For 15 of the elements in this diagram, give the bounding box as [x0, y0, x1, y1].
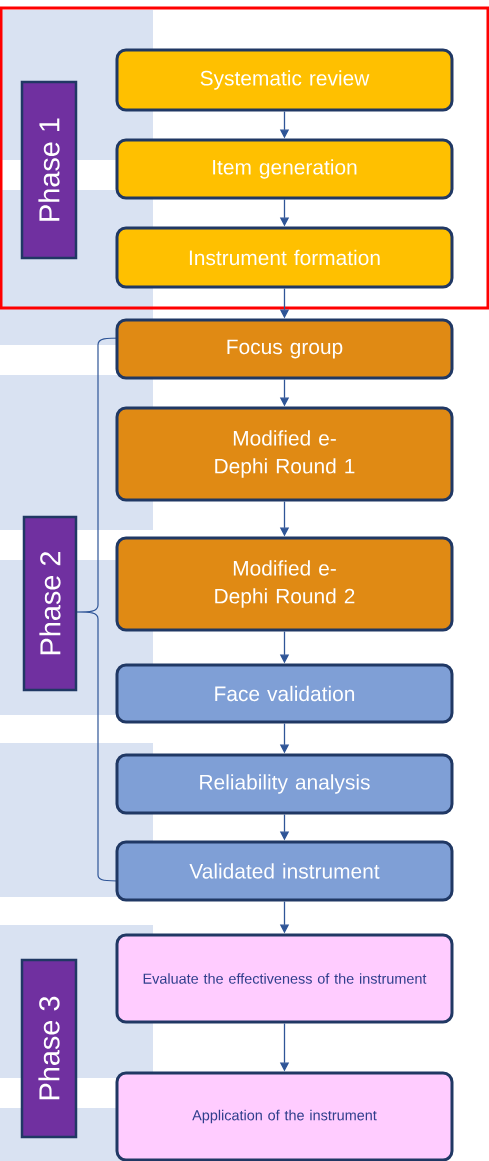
process-box: Instrument formation [115, 226, 454, 289]
process-box: Item generation [115, 138, 454, 200]
phase-label: Phase 1 [20, 80, 78, 260]
process-box: Face validation [115, 663, 454, 724]
phase-label: Phase 2 [22, 515, 78, 692]
process-box: Evaluate the effectiveness of the instrument [115, 933, 454, 1024]
process-box: Focus group [115, 318, 454, 380]
process-box: Validated instrument [115, 840, 454, 902]
process-box: Application of the instrument [115, 1071, 454, 1161]
phase-frame [0, 6, 489, 310]
process-box: Modified e-Dephi Round 1 [115, 406, 454, 502]
process-box: Reliability analysis [115, 753, 454, 815]
process-box: Systematic review [115, 48, 454, 112]
phase-label: Phase 3 [20, 958, 78, 1139]
process-box: Modified e-Dephi Round 2 [115, 536, 454, 632]
